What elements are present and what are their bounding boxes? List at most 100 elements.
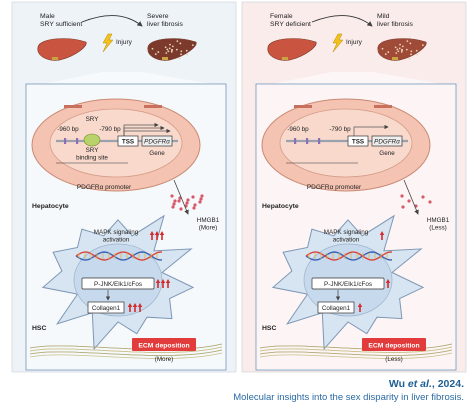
fibrosis-spot: [397, 50, 400, 53]
fibrosis-spot: [399, 43, 401, 46]
liver-shape: [267, 38, 317, 61]
up-arrow: [154, 231, 160, 240]
hepatocyte-nucleus: [279, 108, 413, 178]
fibrosis-spot: [178, 57, 181, 60]
fibrosis-spot: [421, 44, 424, 47]
fibrotic-liver: [146, 38, 197, 61]
hmgb1-particle: [179, 207, 183, 211]
fibrosis-spot: [376, 49, 379, 52]
gallbladder: [282, 57, 288, 60]
hmgb1-particle: [193, 203, 197, 207]
hmgb1-particle: [198, 200, 202, 204]
up-arrow: [159, 231, 165, 240]
dna-strand: [75, 251, 163, 261]
fibrosis-spot: [171, 45, 174, 48]
hmgb1-particle: [192, 206, 196, 210]
fibrosis-spot: [146, 49, 149, 52]
citation-etal: et al.: [405, 378, 432, 390]
fibrosis-spot: [408, 57, 411, 60]
membrane-mark: [144, 105, 162, 108]
fibrosis-spot: [165, 52, 168, 54]
hmgb1-particle: [421, 195, 425, 199]
injury-arrow: [311, 15, 373, 27]
fibrosis-spot: [395, 52, 398, 54]
binding-mark: [306, 138, 309, 144]
fibrosis-spot: [409, 42, 412, 45]
promoter-label: PDGFRα promoter: [307, 184, 362, 191]
fibrosis-spot: [401, 49, 403, 51]
tss-label: TSS: [352, 138, 364, 145]
dna-helix: [75, 251, 163, 261]
binding-mark: [64, 138, 67, 144]
tss-box: [117, 135, 139, 147]
hmgb1-particle: [199, 197, 203, 201]
fibrosis-spot: [168, 47, 171, 50]
hmgb1-particle: [171, 205, 175, 209]
injury-label: Injury: [346, 39, 363, 46]
up-arrow: [160, 279, 166, 288]
gene-box: [141, 135, 173, 147]
collagen-fiber: [29, 349, 223, 356]
fibrosis-spot: [169, 43, 171, 46]
zoom-cone: [272, 72, 442, 84]
fibrosis-spot: [171, 49, 173, 51]
zoom-cone: [42, 72, 212, 84]
gene-box: [371, 135, 403, 147]
fibrosis-spot: [167, 50, 170, 53]
pjnk-box: [81, 277, 155, 290]
collagen-fiber: [259, 343, 453, 350]
caption-subtitle: Molecular insights into the sex disparit…: [233, 392, 464, 403]
fibrosis-spot: [396, 48, 399, 51]
fibrosis-spot: [410, 53, 412, 56]
promoter-label: PDGFRα promoter: [77, 184, 132, 191]
ecm-amount-label: (Less): [385, 356, 403, 363]
fibrosis-spot: [176, 40, 179, 43]
up-arrow: [127, 303, 133, 312]
collagen-up-arrows: [357, 303, 363, 312]
hmgb1-particle: [186, 198, 190, 202]
binding-mark: [76, 138, 79, 144]
membrane-mark: [294, 105, 312, 108]
fibrotic-liver: [376, 38, 427, 61]
fibrosis-spot: [398, 47, 401, 50]
fibrosis-spot: [394, 46, 397, 49]
mapk-up-arrows: [379, 231, 385, 240]
fibrosis-spot: [410, 50, 413, 53]
pjnk-up-arrows: [155, 279, 171, 288]
lightning-icon: [102, 33, 114, 53]
pjnk-label: P-JNK/EIk1/cFos: [94, 281, 142, 288]
hmgb1-particle: [400, 194, 404, 198]
membrane-mark: [64, 105, 82, 108]
fibrosis-spot: [170, 50, 173, 53]
tss-box: [347, 135, 369, 147]
fibrosis-spot: [416, 53, 419, 56]
dna-strand: [75, 251, 163, 261]
hmgb1-particle: [401, 205, 405, 209]
collagen-label: Collagen1: [322, 305, 351, 312]
hmgb1-particle: [185, 201, 189, 205]
citation: Wu et al., 2024.: [233, 377, 464, 391]
hmgb1-particle: [428, 200, 432, 204]
caption: Wu et al., 2024. Molecular insights into…: [233, 377, 464, 404]
membrane-mark: [374, 105, 392, 108]
hmgb1-label: HMGB1(Less): [427, 217, 450, 232]
ecm-label: ECM deposition: [138, 343, 189, 350]
fibrosis-spot: [166, 48, 169, 51]
mapk-up-arrows: [149, 231, 165, 240]
hmgb1-particle: [173, 199, 177, 203]
fibrosis-spot: [400, 50, 403, 53]
fibrosis-spot: [154, 53, 157, 56]
collagen-fiber: [29, 346, 223, 353]
fibrosis-spot: [175, 48, 178, 51]
collagen-fibers: [259, 343, 453, 359]
pjnk-up-arrows: [385, 279, 391, 288]
fibrosis-spot: [164, 46, 167, 49]
hsc-label: HSC: [32, 325, 46, 332]
fibrosis-spot: [387, 51, 390, 53]
up-arrow: [149, 231, 155, 240]
